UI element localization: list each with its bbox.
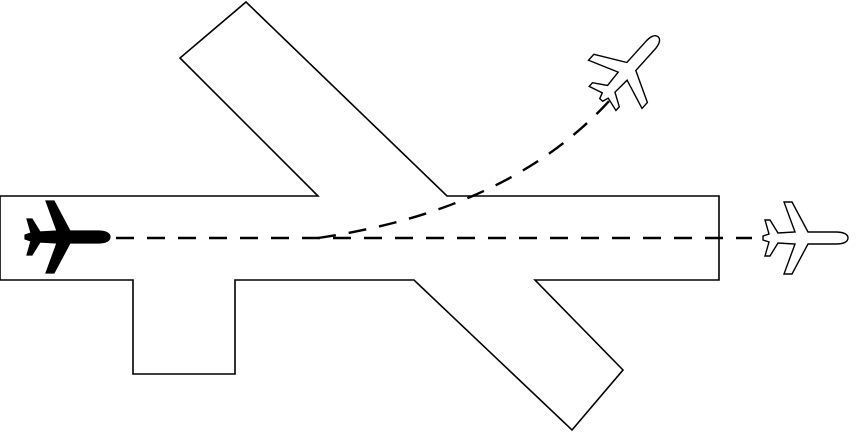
plane-straight-out-icon xyxy=(762,201,849,275)
plane-turning-icon xyxy=(573,11,686,125)
runway-outline xyxy=(0,0,720,432)
curved-departure-path xyxy=(317,99,611,240)
